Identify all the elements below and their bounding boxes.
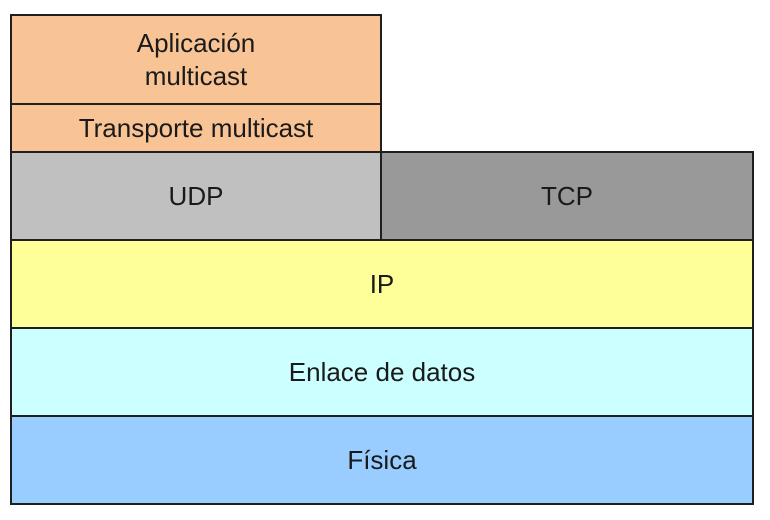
application-multicast-label: Aplicación multicast (136, 28, 256, 91)
tcp-layer: TCP (380, 151, 754, 241)
ip-layer: IP (10, 239, 754, 329)
data-link-layer: Enlace de datos (10, 327, 754, 417)
physical-layer: Física (10, 415, 754, 505)
physical-label: Física (347, 444, 417, 475)
data-link-label: Enlace de datos (288, 356, 476, 387)
tcp-label: TCP (541, 180, 593, 211)
udp-label: UDP (168, 180, 224, 211)
transport-multicast-layer: Transporte multicast (10, 103, 382, 153)
application-multicast-layer: Aplicación multicast (10, 14, 382, 105)
ip-label: IP (369, 268, 395, 299)
transport-multicast-label: Transporte multicast (78, 112, 314, 143)
udp-layer: UDP (10, 151, 382, 241)
